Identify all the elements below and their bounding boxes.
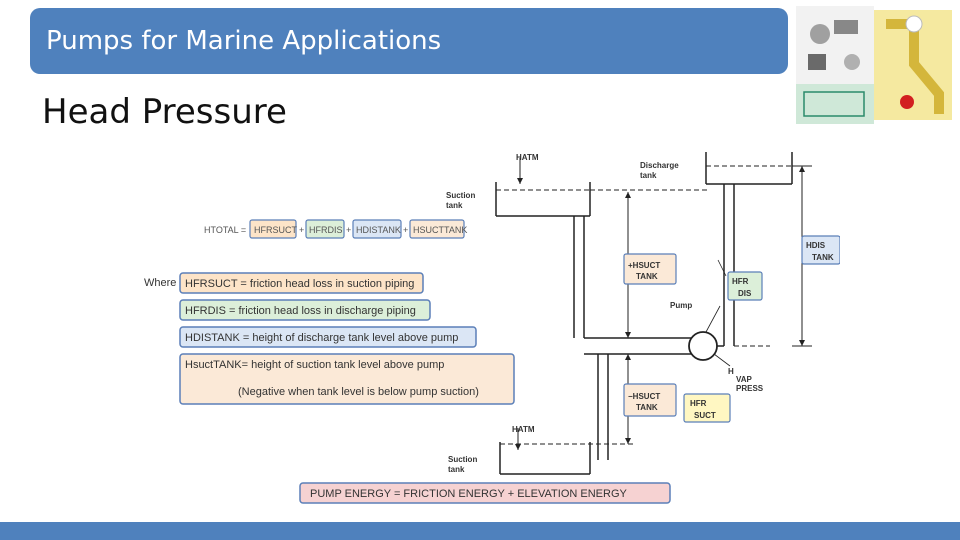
plus-1: + <box>299 225 304 235</box>
h-fr-suct-box <box>683 393 731 423</box>
h-vap-press-label-3: PRESS <box>736 384 764 393</box>
marine-pump-logo <box>796 6 952 124</box>
head-pressure-diagram: HTOTAL = HFRSUCT + HFRDIS + HDISTANK + H… <box>144 152 840 504</box>
h-vap-press-label-2: VAP <box>736 375 753 384</box>
title-bar: Pumps for Marine Applications <box>30 8 788 74</box>
plus-3: + <box>403 225 408 235</box>
pump-icon <box>688 331 718 361</box>
minus-h-suct-tank-label-1: −HSUCT <box>628 392 660 401</box>
plus-h-suct-tank-box <box>623 253 677 285</box>
bottom-bar <box>0 522 960 540</box>
term-sucttank: HSUCTTANK <box>413 225 467 235</box>
h-dis-tank-label-1: HDIS <box>806 241 826 250</box>
plus-h-suct-tank-label-2: TANK <box>636 272 658 281</box>
energy-box <box>299 482 671 504</box>
h-fr-dis-label-1: HFR <box>732 277 749 286</box>
minus-h-suct-tank-label-2: TANK <box>636 403 658 412</box>
energy-equation: PUMP ENERGY = FRICTION ENERGY + ELEVATIO… <box>310 488 627 500</box>
term-distank: HDISTANK <box>356 225 401 235</box>
def-frdis-box <box>179 299 431 321</box>
def-sucttank: HsuctTANK= height of suction tank level … <box>185 359 444 371</box>
h-fr-dis-box <box>727 271 763 301</box>
slide-heading: Head Pressure <box>42 92 287 132</box>
h-fr-suct-label-2: SUCT <box>694 411 716 420</box>
slide-title: Pumps for Marine Applications <box>46 26 442 56</box>
term-distank-box <box>352 219 402 239</box>
def-distank: HDISTANK = height of discharge tank leve… <box>185 332 458 344</box>
hatm-bottom-label: HATM <box>512 425 535 434</box>
def-distank-box <box>179 326 477 348</box>
where-label: Where <box>144 277 176 289</box>
minus-h-suct-tank-box <box>623 383 677 417</box>
pump-label: Pump <box>670 301 692 310</box>
suction-tank-top-label-1: Suction <box>446 191 475 200</box>
def-sucttank-note: (Negative when tank level is below pump … <box>238 386 479 398</box>
def-frsuct-box <box>179 272 424 294</box>
equation-lhs: HTOTAL = <box>204 225 246 235</box>
plus-2: + <box>346 225 351 235</box>
def-sucttank-box <box>179 353 515 405</box>
h-dis-tank-label-2: TANK <box>812 253 834 262</box>
h-fr-dis-label-2: DIS <box>738 289 752 298</box>
h-vap-press-label-1: H <box>728 367 734 376</box>
term-frdis: HFRDIS <box>309 225 343 235</box>
hatm-top-label: HATM <box>516 153 539 162</box>
discharge-tank-label-2: tank <box>640 171 657 180</box>
plus-h-suct-tank-label-1: +HSUCT <box>628 261 660 270</box>
suction-tank-top-label-2: tank <box>446 201 463 210</box>
suction-tank-bottom-label-2: tank <box>448 465 465 474</box>
h-dis-tank-box <box>801 235 840 265</box>
term-frdis-box <box>305 219 345 239</box>
term-frsuct-box <box>249 219 297 239</box>
suction-tank-bottom-label-1: Suction <box>448 455 477 464</box>
term-frsuct: HFRSUCT <box>254 225 297 235</box>
discharge-tank-label-1: Discharge <box>640 161 679 170</box>
def-frdis: HFRDIS = friction head loss in discharge… <box>185 305 416 317</box>
term-sucttank-box <box>409 219 465 239</box>
h-fr-suct-label-1: HFR <box>690 399 707 408</box>
def-frsuct: HFRSUCT = friction head loss in suction … <box>185 278 414 290</box>
